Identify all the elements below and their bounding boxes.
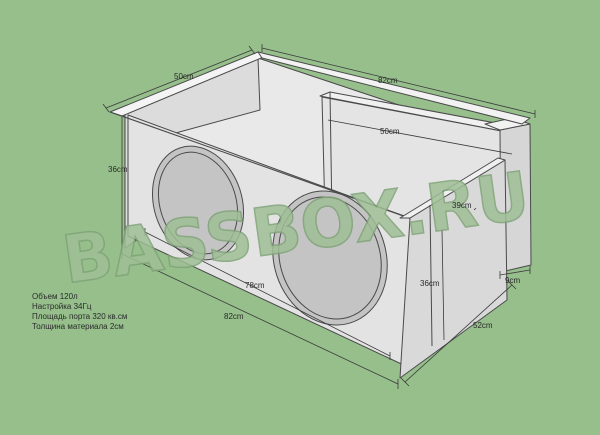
dim-port-width: 9cm	[505, 276, 520, 285]
spec-volume: Объем 120л	[32, 292, 78, 301]
speaker-cutout-left	[151, 145, 245, 261]
spec-tuning: Настройка 34Гц	[32, 302, 92, 311]
dim-port-height: 39cm	[452, 201, 472, 210]
dim-front-height: 36cm	[108, 165, 128, 174]
right-side-edge	[399, 157, 506, 219]
dim-top-depth: 50cm	[174, 72, 194, 81]
dim-side-height: 36cm	[420, 279, 440, 288]
spec-port-area: Площадь порта 320 кв.см	[32, 312, 128, 321]
dim-top-width: 82cm	[378, 76, 398, 85]
dim-port-length: 50cm	[380, 127, 400, 136]
dim-side-depth: 52cm	[473, 321, 493, 330]
top-back-edge	[257, 51, 531, 125]
dim-bottom-width: 82cm	[224, 312, 244, 321]
dim-inner-width: 78cm	[245, 281, 265, 290]
spec-material-thickness: Толщина материала 2см	[32, 322, 124, 331]
spec-list: Объем 120л Настройка 34Гц Площадь порта …	[32, 292, 127, 332]
speaker-cutout-right	[272, 190, 388, 326]
